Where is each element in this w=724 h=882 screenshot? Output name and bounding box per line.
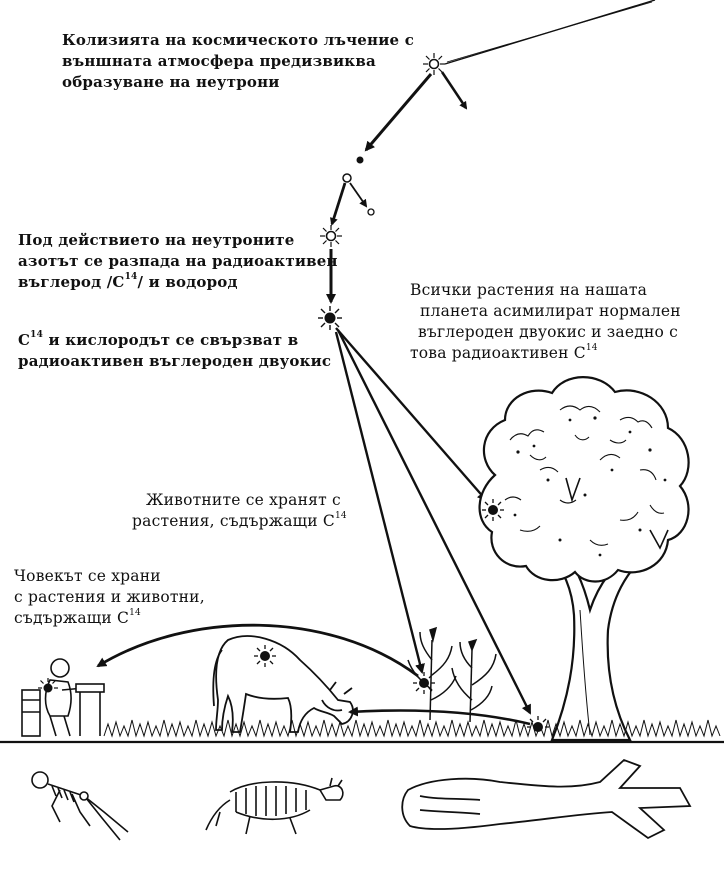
human-caption-line-2: с растения и животни, bbox=[14, 588, 205, 606]
plants-caption-line-2: планета асимилират нормален bbox=[420, 302, 681, 320]
animals-caption-line-1: Животните се хранят с bbox=[146, 491, 341, 509]
co2-c-text: С bbox=[18, 331, 31, 349]
grass bbox=[103, 719, 721, 738]
human-caption-line-1: Човекът се храни bbox=[14, 567, 161, 585]
ground-c14-icon bbox=[527, 716, 549, 732]
nitrogen-caption-line-2: азотът се разпада на радиоактивен bbox=[18, 252, 338, 270]
neutron-arrows bbox=[356, 71, 468, 164]
human-illustration bbox=[21, 658, 105, 737]
cosmic-ray bbox=[444, 0, 656, 65]
c14-burst-icon bbox=[318, 306, 342, 330]
plants-radioactive-text: това радиоактивен С bbox=[410, 344, 586, 362]
human-skeleton-illustration bbox=[31, 771, 129, 841]
collision-burst-icon bbox=[423, 53, 445, 75]
animals-containing-text: растения, съдържащи С bbox=[132, 512, 335, 530]
arrow-food-to-human bbox=[96, 623, 419, 678]
c14-distribution-arrows bbox=[334, 327, 532, 715]
co2-oxygen-text: и кислородът се свързват в bbox=[43, 331, 299, 349]
co2-caption: С14 и кислородът се свързват в радиоакти… bbox=[18, 330, 331, 372]
plants-caption-line-3: въглероден двуокис и заедно с bbox=[418, 323, 679, 341]
human-caption-line-3: съдържащи С14 bbox=[14, 608, 205, 629]
human-superscript: 14 bbox=[129, 608, 141, 618]
cosmic-caption-line-3: образуване на неутрони bbox=[62, 73, 280, 91]
nitrogen-caption: Под действието на неутроните азотът се р… bbox=[18, 230, 338, 293]
human-caption: Човекът се храни с растения и животни, с… bbox=[14, 566, 205, 629]
nitrogen-burst-icon bbox=[320, 225, 342, 247]
cosmic-ray-caption: Колизията на космическото лъчение с външ… bbox=[62, 30, 414, 93]
co2-caption-line-1: С14 и кислородът се свързват в bbox=[18, 330, 331, 351]
fallen-trunk-illustration bbox=[401, 758, 692, 840]
neutron-collision bbox=[330, 173, 375, 226]
plants-caption-line-1: Всички растения на нашата bbox=[410, 281, 648, 299]
co2-caption-line-2: радиоактивен въглероден двуокис bbox=[18, 352, 332, 370]
human-containing-text: съдържащи С bbox=[14, 609, 130, 627]
cow-illustration bbox=[212, 635, 354, 733]
plants-superscript: 14 bbox=[585, 343, 598, 353]
tree-illustration bbox=[478, 376, 690, 742]
cow-skeleton-illustration bbox=[205, 777, 344, 835]
co2-superscript: 14 bbox=[30, 330, 44, 340]
nitrogen-hydrogen-text: / и водород bbox=[137, 273, 238, 291]
arrow-plants-to-cow bbox=[348, 706, 531, 726]
nitrogen-carbon-text: въглерод /С bbox=[18, 273, 125, 291]
nitrogen-caption-line-1: Под действието на неутроните bbox=[18, 231, 295, 249]
corn-plants-illustration bbox=[407, 626, 497, 723]
human-c14-icon bbox=[38, 678, 58, 693]
nitrogen-caption-line-3: въглерод /С14/ и водород bbox=[18, 272, 338, 293]
cosmic-caption-line-2: външната атмосфера предизвиква bbox=[62, 52, 376, 70]
cosmic-caption-line-1: Колизията на космическото лъчение с bbox=[62, 31, 415, 49]
plants-caption-line-4: това радиоактивен С14 bbox=[410, 343, 681, 364]
animals-caption-line-2: растения, съдържащи С14 bbox=[132, 511, 347, 532]
plants-caption: Всички растения на нашата планета асимил… bbox=[410, 280, 681, 364]
nitrogen-superscript: 14 bbox=[124, 272, 138, 282]
tree-c14-icon bbox=[482, 499, 504, 521]
animals-caption: Животните се хранят с растения, съдържащ… bbox=[132, 490, 347, 532]
animals-superscript: 14 bbox=[334, 511, 347, 521]
cow-c14-icon bbox=[254, 645, 276, 667]
